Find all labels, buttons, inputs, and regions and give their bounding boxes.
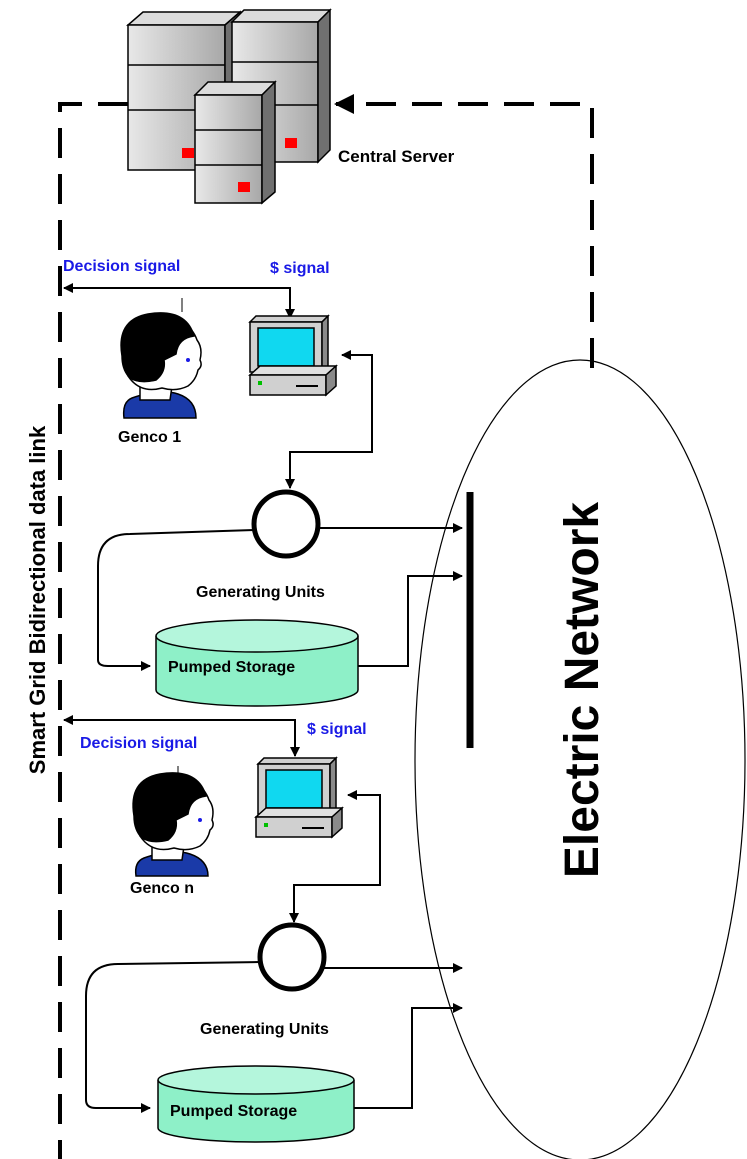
central-server-label: Central Server	[338, 147, 455, 166]
electric-network-ellipse	[414, 359, 746, 1159]
gencon-gen-storage-wire	[85, 961, 261, 1113]
gencon-price-signal-label: $ signal	[307, 721, 367, 738]
genco1-price-signal-label: $ signal	[270, 260, 330, 277]
gencon-signal-wire	[63, 715, 300, 757]
data-link-dashed-loop	[58, 94, 594, 1159]
gencon-person-icon	[132, 772, 214, 877]
gencon-name-label: Genco n	[130, 880, 194, 897]
genco1-name-label: Genco 1	[118, 429, 181, 446]
genco1-storage-bus-wire	[358, 571, 463, 667]
electric-network-label: Electric Network	[556, 502, 609, 878]
genco1-pumped-storage-cylinder	[155, 619, 359, 707]
genco1-computer-control-wire	[285, 350, 373, 489]
gencon-computer-icon	[254, 756, 344, 839]
gencon-generating-units-label: Generating Units	[200, 1021, 329, 1038]
genco1-generating-units-label: Generating Units	[196, 584, 325, 601]
gencon-generating-unit-circle-main	[257, 922, 327, 992]
gencon-pumped-storage-cylinder	[157, 1065, 355, 1143]
gencon-computer-control-wire	[289, 790, 381, 923]
genco1-decision-signal-label: Decision signal	[63, 258, 180, 275]
genco1-person-icon	[120, 312, 202, 419]
central-server-icon	[125, 8, 332, 205]
gencon-decision-signal-label: Decision signal	[80, 735, 197, 752]
genco1-computer-icon	[248, 314, 338, 397]
genco1-generating-unit-circle	[251, 489, 321, 559]
genco1-gen-storage-wire	[97, 529, 255, 671]
genco1-pumped-storage-label: Pumped Storage	[168, 659, 295, 676]
genco1-signal-wire	[63, 283, 295, 319]
gencon-pumped-storage-label: Pumped Storage	[170, 1103, 297, 1120]
gencon-storage-bus-wire	[354, 1003, 463, 1109]
data-link-label: Smart Grid Bidirectional data link	[25, 425, 50, 774]
